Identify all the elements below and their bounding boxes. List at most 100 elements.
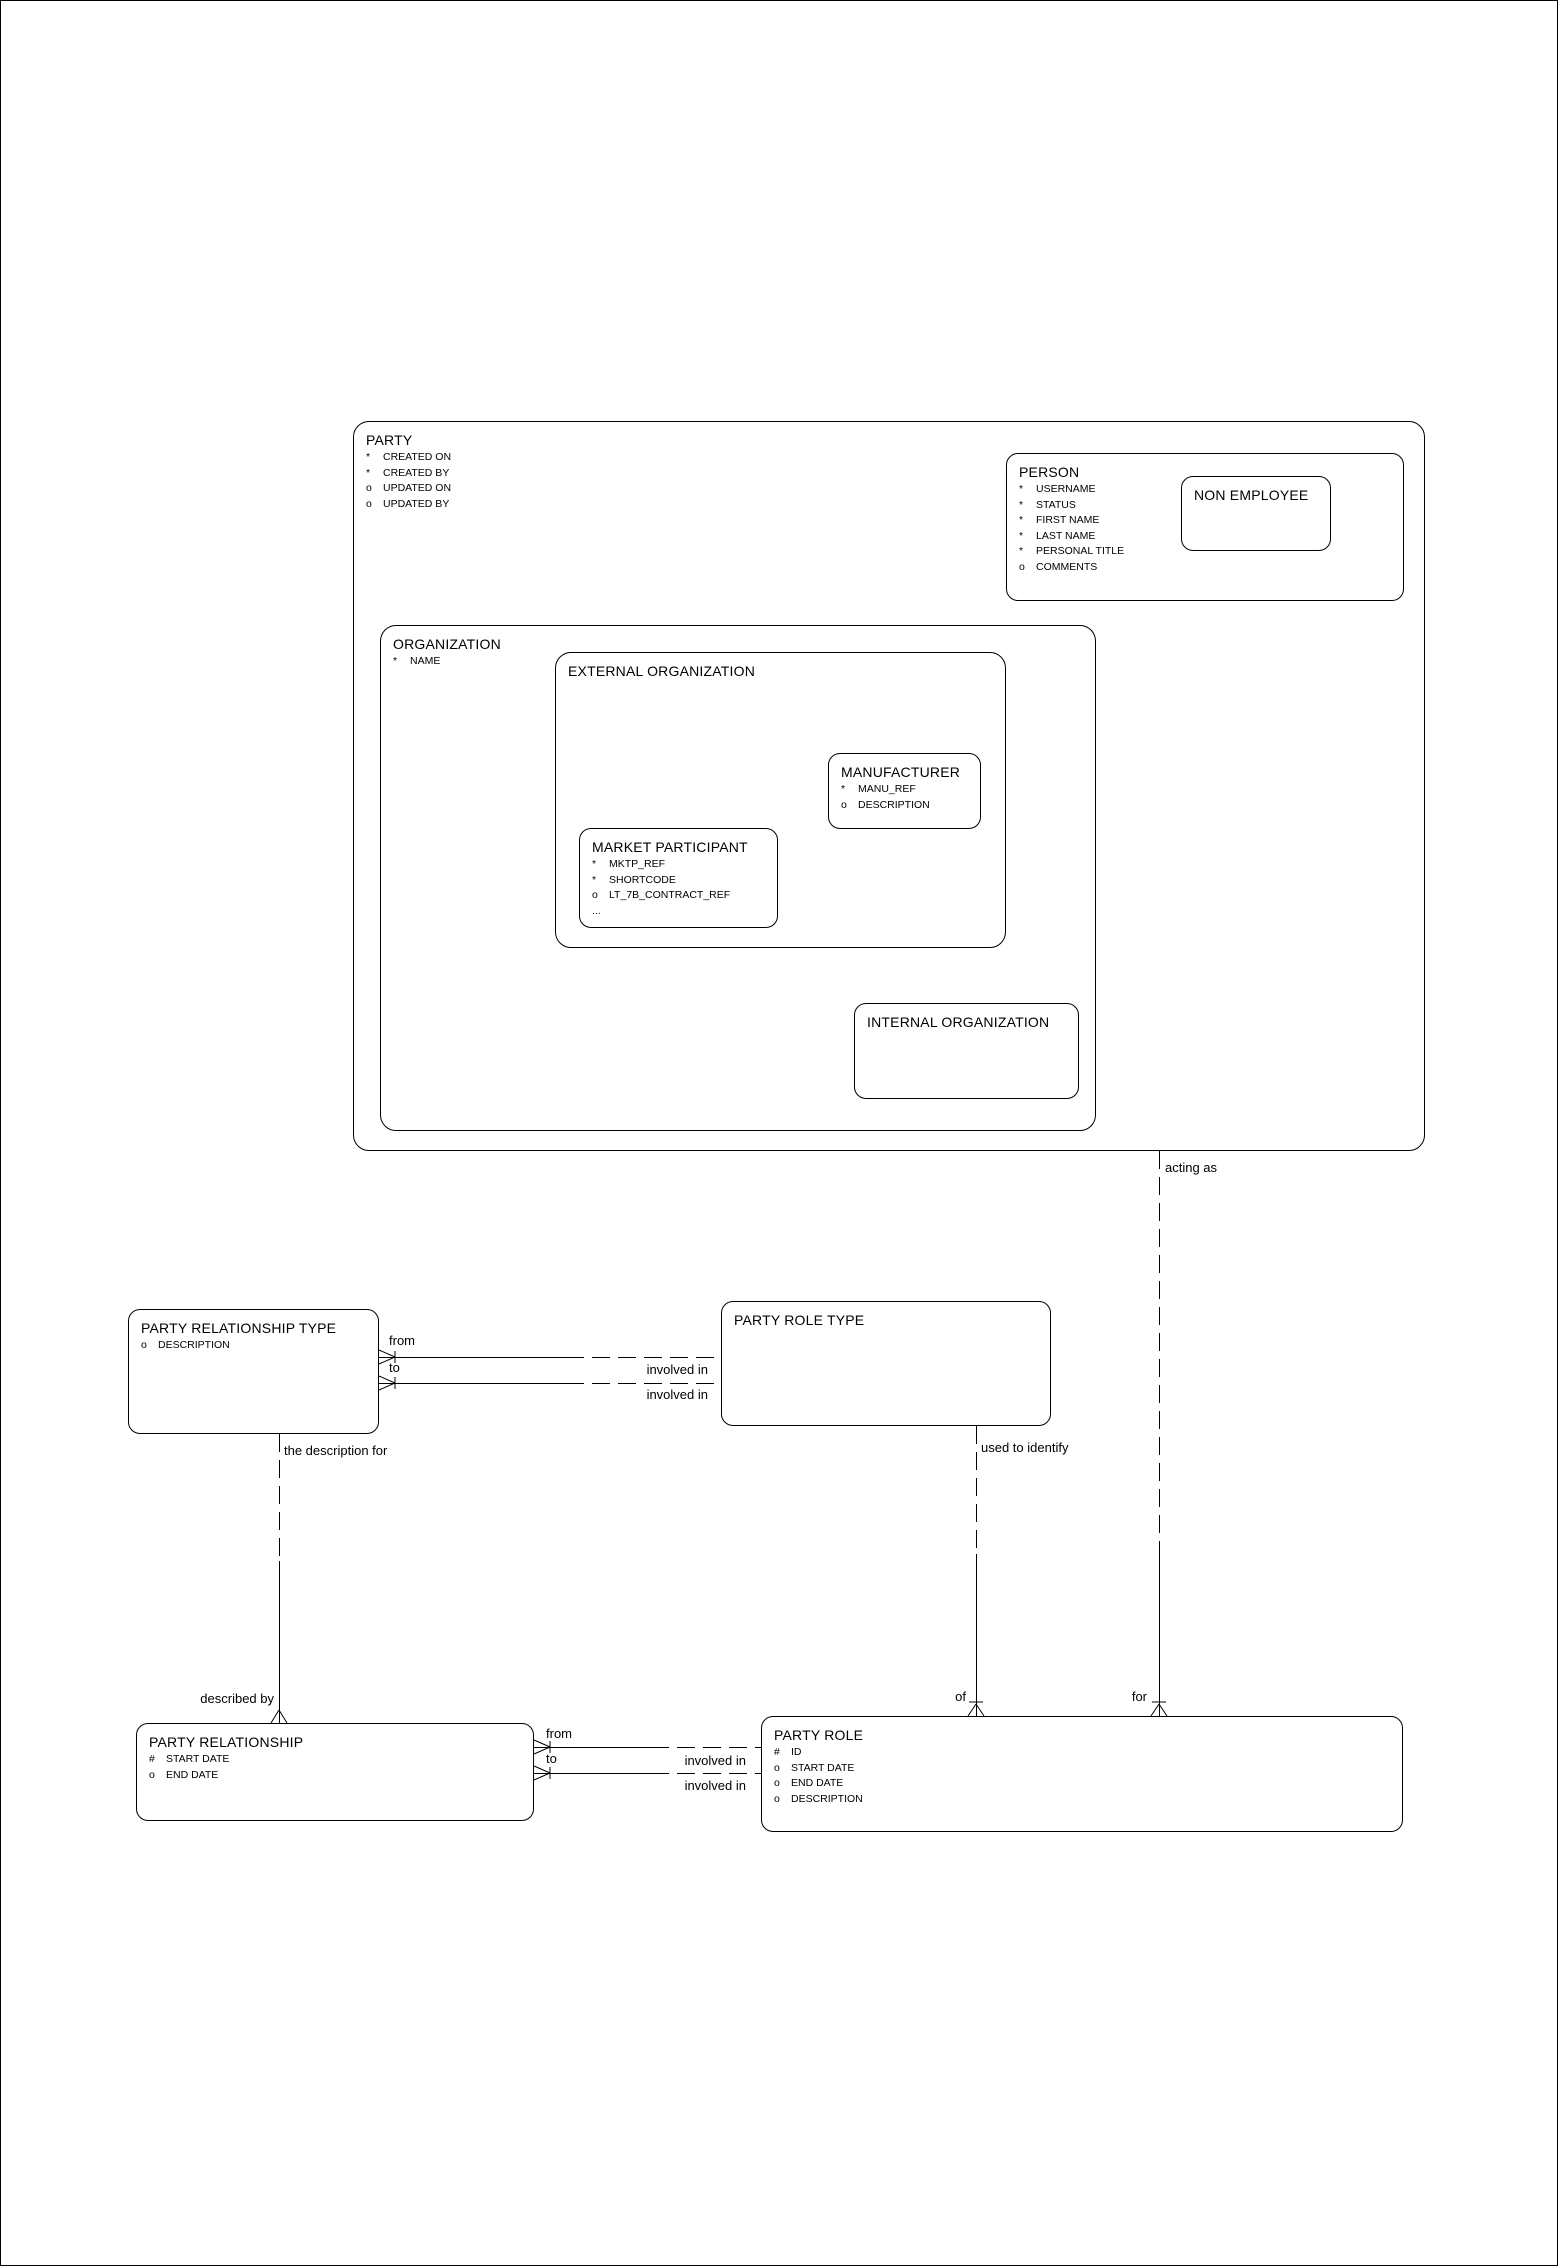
attribute-row: * CREATED BY <box>366 466 1424 482</box>
attribute-prefix: * <box>393 655 398 667</box>
entity-title-external-organization: EXTERNAL ORGANIZATION <box>568 663 755 679</box>
attribute-prefix: o <box>366 497 372 510</box>
attribute-row: * PERSONAL TITLE <box>1019 544 1403 560</box>
attribute-name: STATUS <box>1036 498 1076 511</box>
attribute-name: START DATE <box>166 1753 230 1765</box>
entity-title-party: PARTY <box>366 432 413 448</box>
attribute-name: CREATED ON <box>383 451 452 463</box>
crow-foot-icon <box>1150 1701 1168 1717</box>
attribute-name: DESCRIPTION <box>791 1792 863 1805</box>
relationship-line-used-to-identify-optional <box>976 1426 977 1554</box>
attribute-row: o DESCRIPTION <box>774 1792 1402 1808</box>
attribute-row: ... <box>592 904 777 920</box>
attribute-prefix: o <box>366 482 372 494</box>
entity-title-non-employee: NON EMPLOYEE <box>1194 487 1309 503</box>
attribute-row: o END DATE <box>149 1768 533 1784</box>
attribute-name: LT_7B_CONTRACT_REF <box>609 889 731 901</box>
attribute-prefix: o <box>141 1339 147 1351</box>
relationship-line-acting-as-optional <box>1159 1151 1160 1556</box>
attribute-name: CREATED BY <box>383 466 450 479</box>
attribute-list-organization: * NAME <box>381 654 1095 670</box>
relationship-line-acting-as-mandatory <box>1159 1556 1160 1716</box>
entity-title-party-role: PARTY ROLE <box>774 1727 864 1743</box>
crow-foot-icon <box>378 1375 396 1391</box>
attribute-list-party-relationship-type: o DESCRIPTION <box>129 1338 378 1354</box>
crow-foot-icon <box>533 1739 551 1755</box>
relationship-line-rel-to-mandatory <box>534 1773 651 1774</box>
entity-title-person: PERSON <box>1019 464 1080 480</box>
attribute-row: * SHORTCODE <box>592 873 777 889</box>
attribute-row: * STATUS <box>1019 498 1403 514</box>
entity-title-market-participant: MARKET PARTICIPANT <box>592 839 748 855</box>
entity-title-internal-organization: INTERNAL ORGANIZATION <box>867 1014 1050 1030</box>
relationship-label-acting-as: acting as <box>1165 1160 1218 1175</box>
attribute-prefix: * <box>1019 498 1024 511</box>
attribute-prefix: o <box>149 1768 155 1781</box>
attribute-row: #ID <box>774 1745 1402 1761</box>
attribute-prefix: * <box>366 466 371 479</box>
attribute-prefix: * <box>1019 514 1024 526</box>
entity-person: PERSON *USERNAME*STATUS*FIRST NAME*LAST … <box>1006 453 1404 601</box>
attribute-row: * MANU_REF <box>841 782 980 798</box>
attribute-name: END DATE <box>791 1777 844 1789</box>
attribute-prefix: * <box>592 873 597 886</box>
entity-party-role-type: PARTY ROLE TYPE <box>721 1301 1051 1426</box>
attribute-prefix: * <box>841 783 846 795</box>
entity-external-organization: EXTERNAL ORGANIZATION <box>555 652 1006 948</box>
attribute-prefix: o <box>841 798 847 811</box>
attribute-prefix: # <box>149 1753 155 1765</box>
attribute-name: END DATE <box>166 1768 219 1781</box>
crow-foot-icon <box>967 1701 985 1717</box>
entity-internal-organization: INTERNAL ORGANIZATION <box>854 1003 1079 1099</box>
attribute-row: o END DATE <box>774 1776 1402 1792</box>
attribute-prefix: o <box>774 1792 780 1805</box>
entity-title-party-relationship-type: PARTY RELATIONSHIP TYPE <box>141 1320 337 1336</box>
relationship-line-type-from-optional <box>566 1357 721 1358</box>
entity-title-manufacturer: MANUFACTURER <box>841 764 961 780</box>
attribute-prefix: o <box>1019 560 1025 573</box>
relationship-label-type-involved-in-from: involved in <box>646 1362 708 1377</box>
attribute-name: MANU_REF <box>858 783 916 795</box>
attribute-prefix: * <box>1019 483 1024 495</box>
relationship-label-rel-from: from <box>546 1726 572 1741</box>
relationship-label-rel-involved-in-to: involved in <box>684 1778 746 1793</box>
entity-title-party-relationship: PARTY RELATIONSHIP <box>149 1734 304 1750</box>
attribute-prefix: o <box>774 1777 780 1789</box>
attribute-prefix: * <box>366 451 371 463</box>
relationship-label-type-from: from <box>389 1333 415 1348</box>
relationship-label-used-to-identify: used to identify <box>981 1440 1069 1455</box>
relationship-label-rel-to: to <box>546 1751 557 1766</box>
relationship-label-described-by: described by <box>200 1691 274 1706</box>
relationship-line-type-from-mandatory <box>379 1357 566 1358</box>
relationship-line-rel-from-mandatory <box>534 1747 651 1748</box>
attribute-prefix: o <box>774 1761 780 1774</box>
attribute-name: ID <box>791 1746 802 1758</box>
relationship-label-rel-involved-in-from: involved in <box>684 1753 746 1768</box>
attribute-name: SHORTCODE <box>609 873 676 886</box>
relationship-label-of: of <box>955 1689 966 1704</box>
attribute-row: # START DATE <box>149 1752 533 1768</box>
attribute-name: NAME <box>410 655 441 667</box>
entity-organization: ORGANIZATION *NAME <box>380 625 1096 1131</box>
attribute-row: * CREATED ON <box>366 450 1424 466</box>
attribute-name: MKTP_REF <box>609 858 666 870</box>
attribute-prefix: * <box>1019 545 1024 557</box>
crow-foot-icon <box>533 1765 551 1781</box>
attribute-prefix: * <box>592 858 597 870</box>
relationship-line-type-to-mandatory <box>379 1383 566 1384</box>
attribute-name: DESCRIPTION <box>158 1339 230 1351</box>
attribute-name: PERSONAL TITLE <box>1036 545 1125 557</box>
relationship-line-rel-to-optional <box>651 1773 761 1774</box>
